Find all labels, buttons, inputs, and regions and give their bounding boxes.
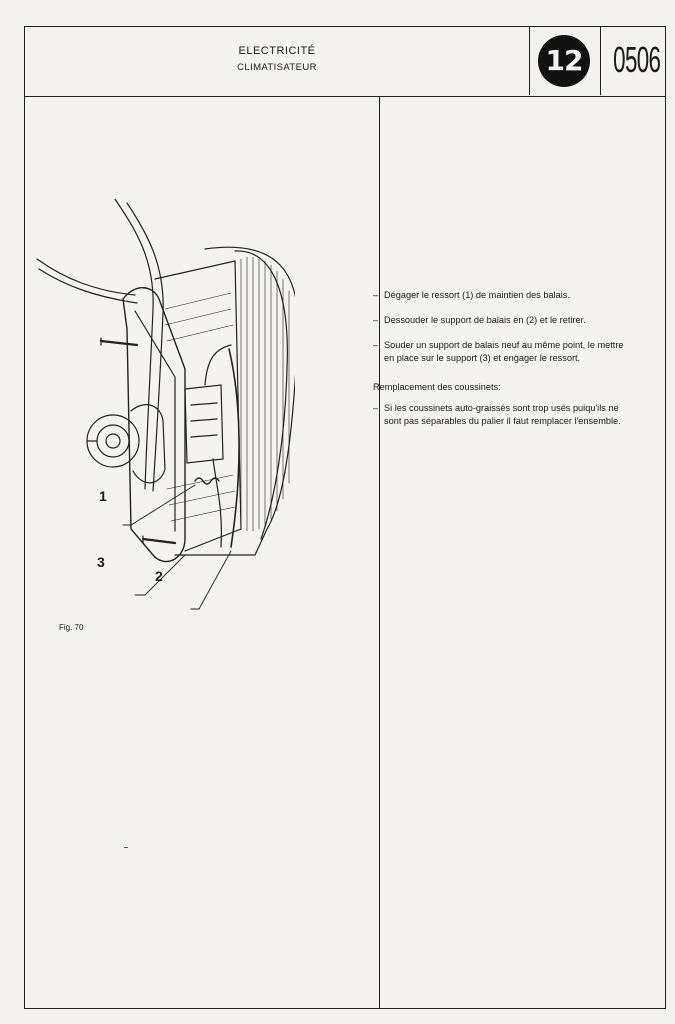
- cable-wire: [126, 202, 164, 492]
- page-number-box: 0506: [600, 27, 665, 95]
- cable-wire: [36, 258, 136, 296]
- motor-housing: [174, 246, 295, 556]
- instruction-text: Dessouder le support de balais en (2) et…: [384, 315, 586, 325]
- instruction-text: Souder un support de balais neuf au même…: [384, 340, 624, 363]
- instruction-step: – Dégager le ressort (1) de maintien des…: [373, 289, 631, 302]
- mounting-stud: [99, 339, 139, 347]
- mounting-stud: [141, 537, 177, 545]
- stray-mark: [124, 847, 128, 848]
- list-dash: –: [373, 403, 379, 413]
- callout-2: 2: [155, 568, 163, 584]
- brush-spring: [194, 477, 220, 485]
- figure-caption: Fig. 70: [59, 623, 84, 632]
- instruction-step: – Dessouder le support de balais en (2) …: [373, 314, 631, 327]
- leader-line-2: [190, 550, 232, 610]
- page-number: 0506: [613, 39, 661, 80]
- section-title: ELECTRICITÉ: [238, 45, 316, 57]
- section-subtitle: CLIMATISATEUR: [237, 62, 317, 73]
- column-divider: [379, 97, 380, 1008]
- chapter-box: 12: [529, 27, 600, 95]
- section-heading: Remplacement des coussinets:: [373, 382, 501, 392]
- page-frame: ELECTRICITÉ CLIMATISATEUR 12 0506: [24, 26, 666, 1009]
- list-dash: –: [373, 290, 379, 300]
- callout-1: 1: [99, 488, 107, 504]
- instruction-text: Si les coussinets auto-graissés sont tro…: [384, 403, 621, 426]
- stator: [154, 260, 242, 552]
- cable-wire: [38, 268, 138, 304]
- header-titles: ELECTRICITÉ CLIMATISATEUR: [25, 27, 529, 95]
- cable-wire: [114, 199, 154, 490]
- instruction-step: – Si les coussinets auto-graissés sont t…: [373, 402, 631, 428]
- list-dash: –: [373, 340, 379, 350]
- motor-brush-illustration: [36, 199, 295, 610]
- list-dash: –: [373, 315, 379, 325]
- instruction-text: Dégager le ressort (1) de maintien des b…: [384, 290, 570, 300]
- leader-line-1: [122, 484, 196, 526]
- end-bracket: [122, 287, 186, 563]
- page-header: ELECTRICITÉ CLIMATISATEUR 12 0506: [25, 27, 665, 97]
- instruction-step: – Souder un support de balais neuf au mê…: [373, 339, 631, 365]
- callout-3: 3: [97, 554, 105, 570]
- instructions-panel: – Dégager le ressort (1) de maintien des…: [373, 289, 631, 440]
- brush-holder: [184, 384, 224, 464]
- chapter-number-badge: 12: [538, 35, 590, 87]
- leader-line-3: [134, 554, 186, 596]
